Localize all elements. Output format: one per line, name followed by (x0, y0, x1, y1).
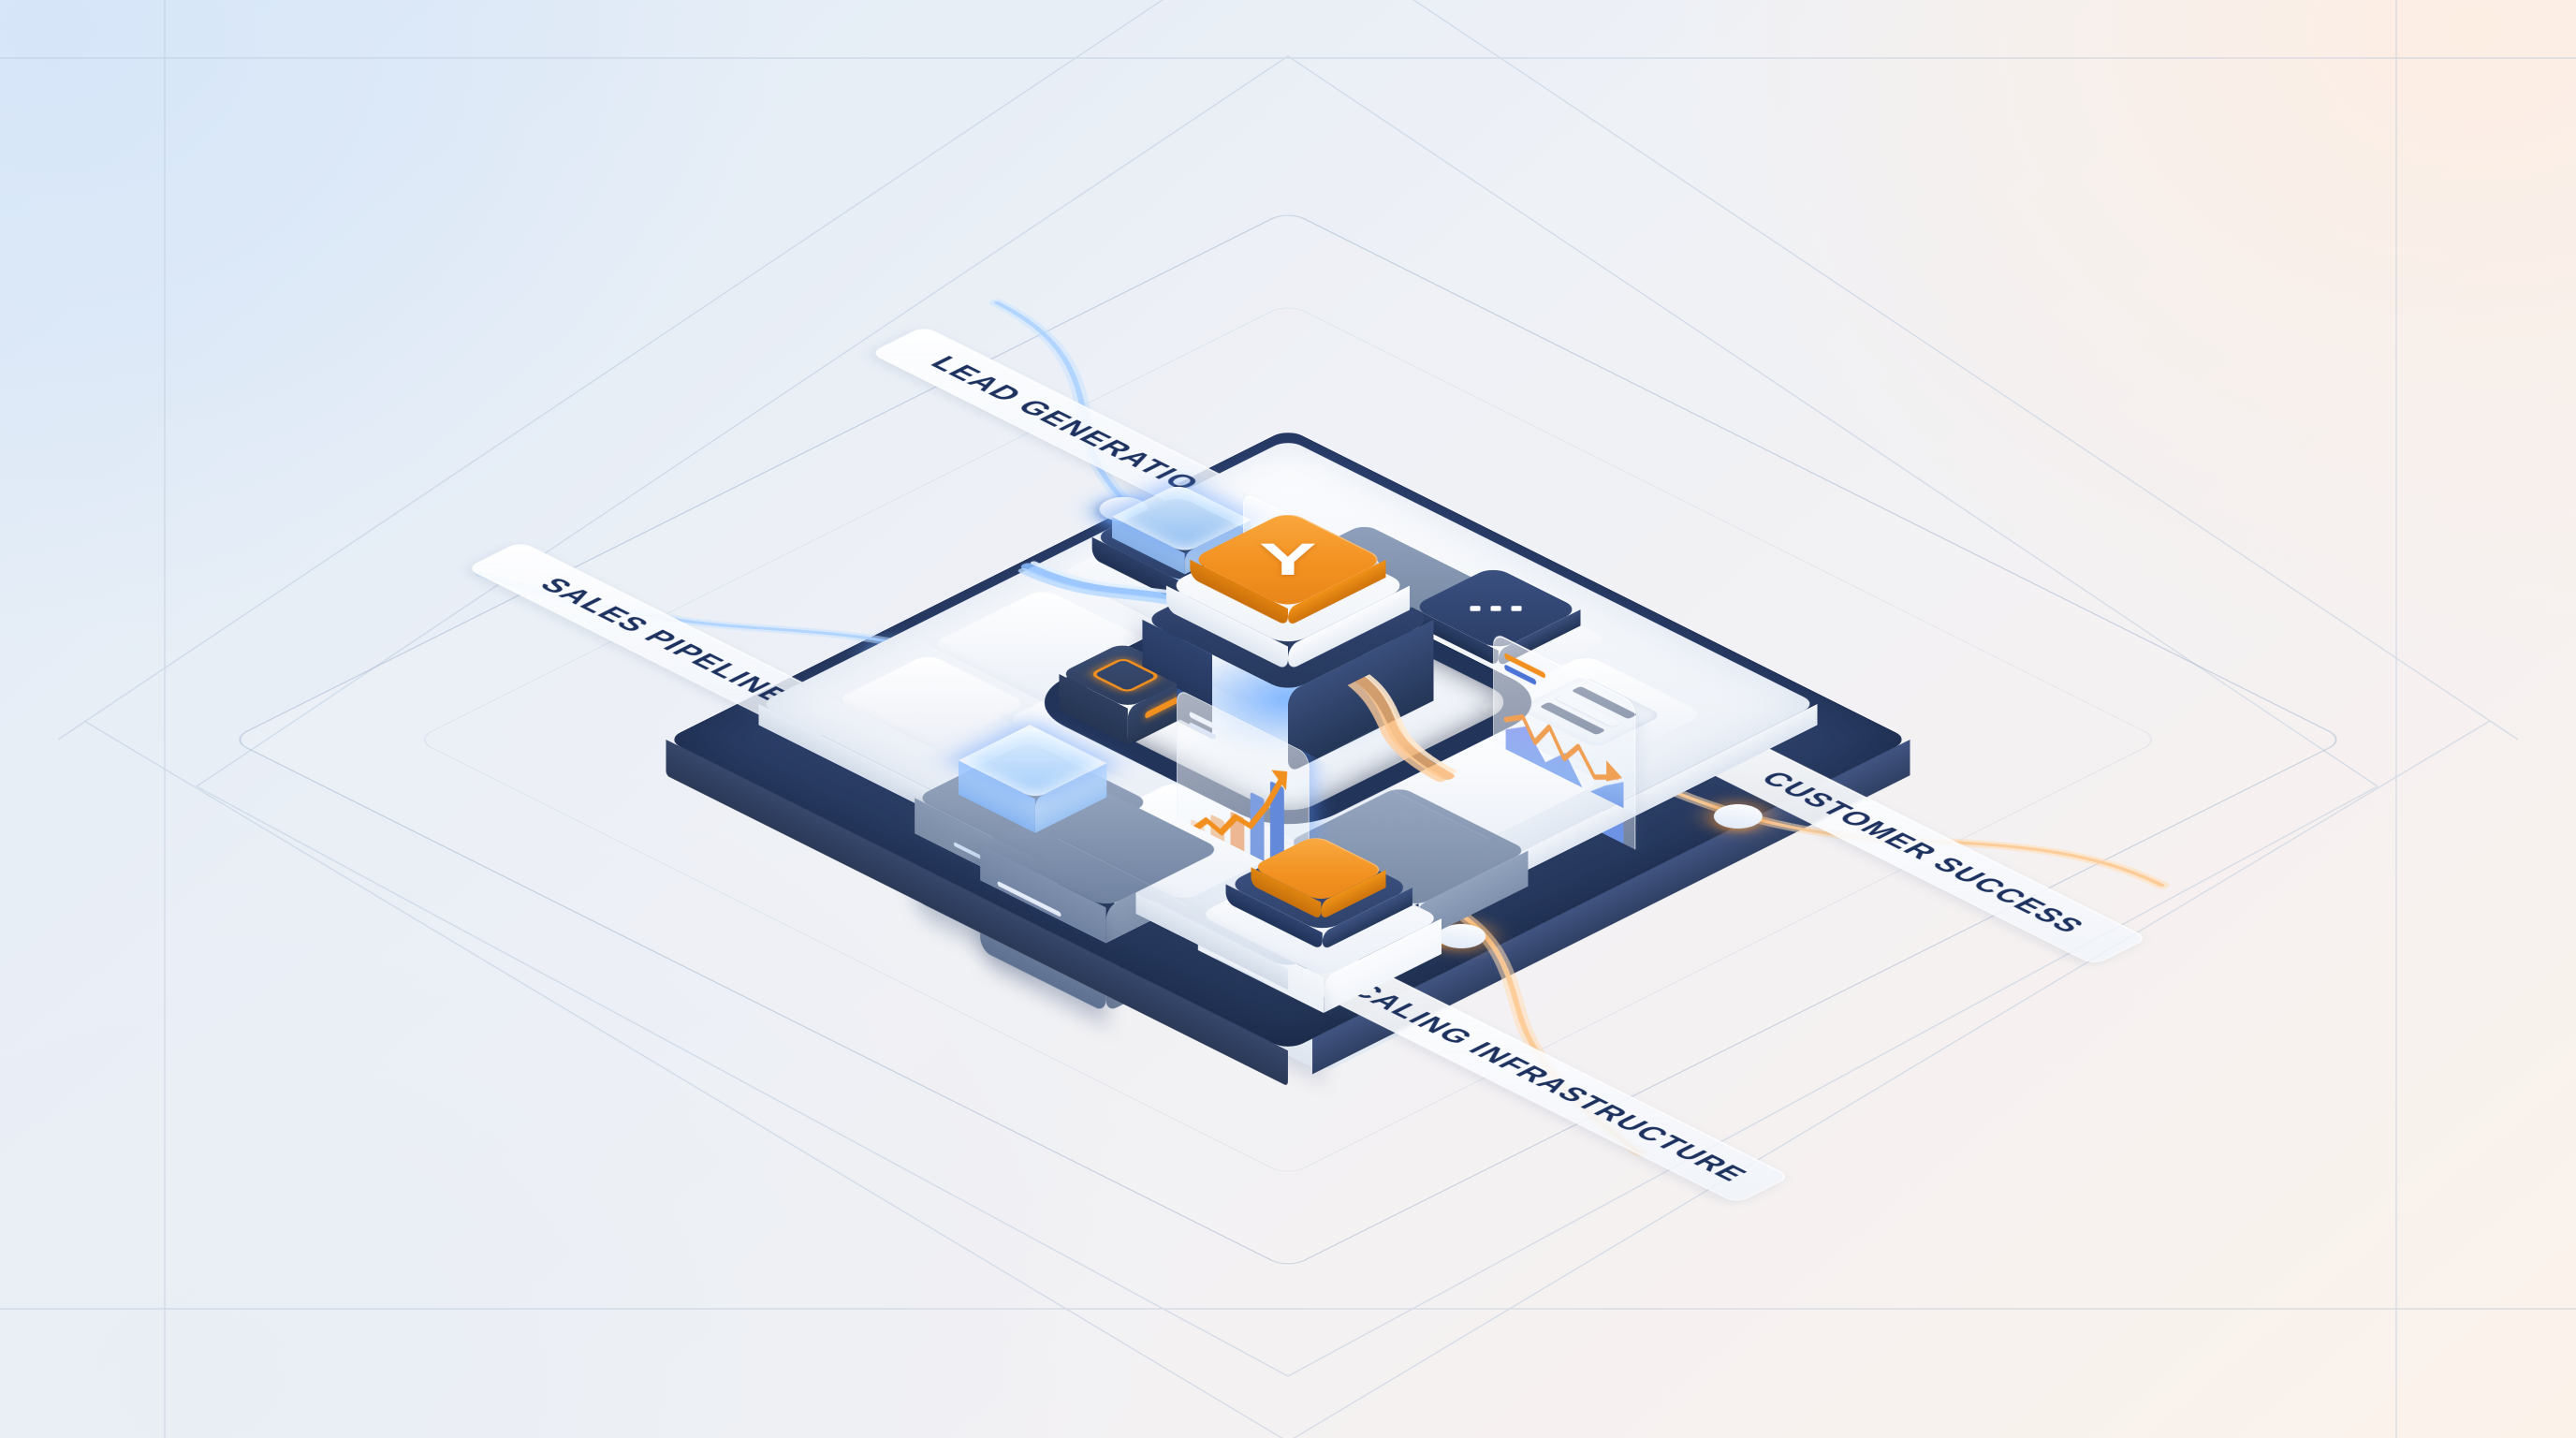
flow-core-to-right (1255, 655, 1520, 787)
brand-glyph-y: Y (1259, 535, 1316, 585)
three-dots-icon (1470, 605, 1522, 611)
legend-swatch-revenue (1504, 665, 1537, 685)
legend-swatch-forecast (1504, 653, 1546, 679)
area-chart-with-line (1503, 653, 1624, 845)
